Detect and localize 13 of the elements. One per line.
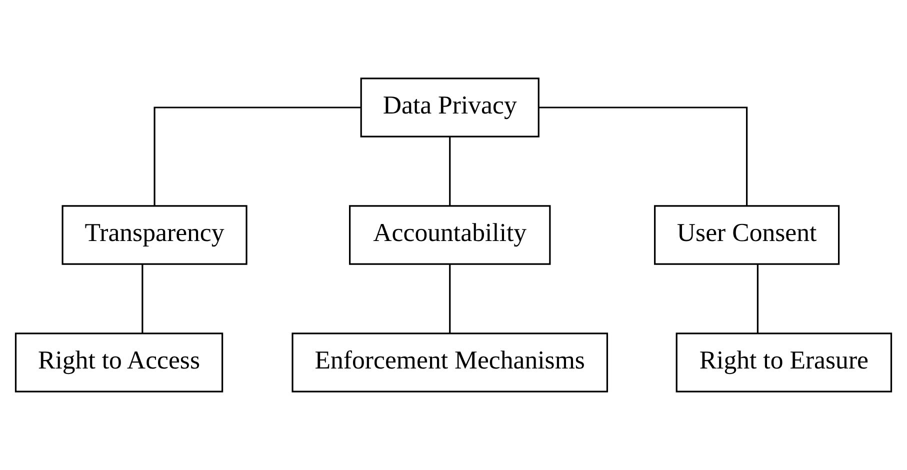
- node-box: User Consent: [654, 205, 840, 265]
- connector: [154, 106, 360, 206]
- connector: [538, 106, 748, 206]
- node-box: Transparency: [62, 205, 248, 265]
- node-box: Accountability: [349, 205, 551, 265]
- connector: [756, 264, 759, 334]
- connector: [449, 264, 451, 334]
- connector: [142, 264, 144, 334]
- node-box: Right to Access: [14, 332, 224, 392]
- node-box: Right to Erasure: [676, 332, 892, 392]
- connector: [449, 137, 451, 206]
- node-box: Data Privacy: [360, 78, 540, 138]
- node-box: Enforcement Mechanisms: [292, 332, 608, 392]
